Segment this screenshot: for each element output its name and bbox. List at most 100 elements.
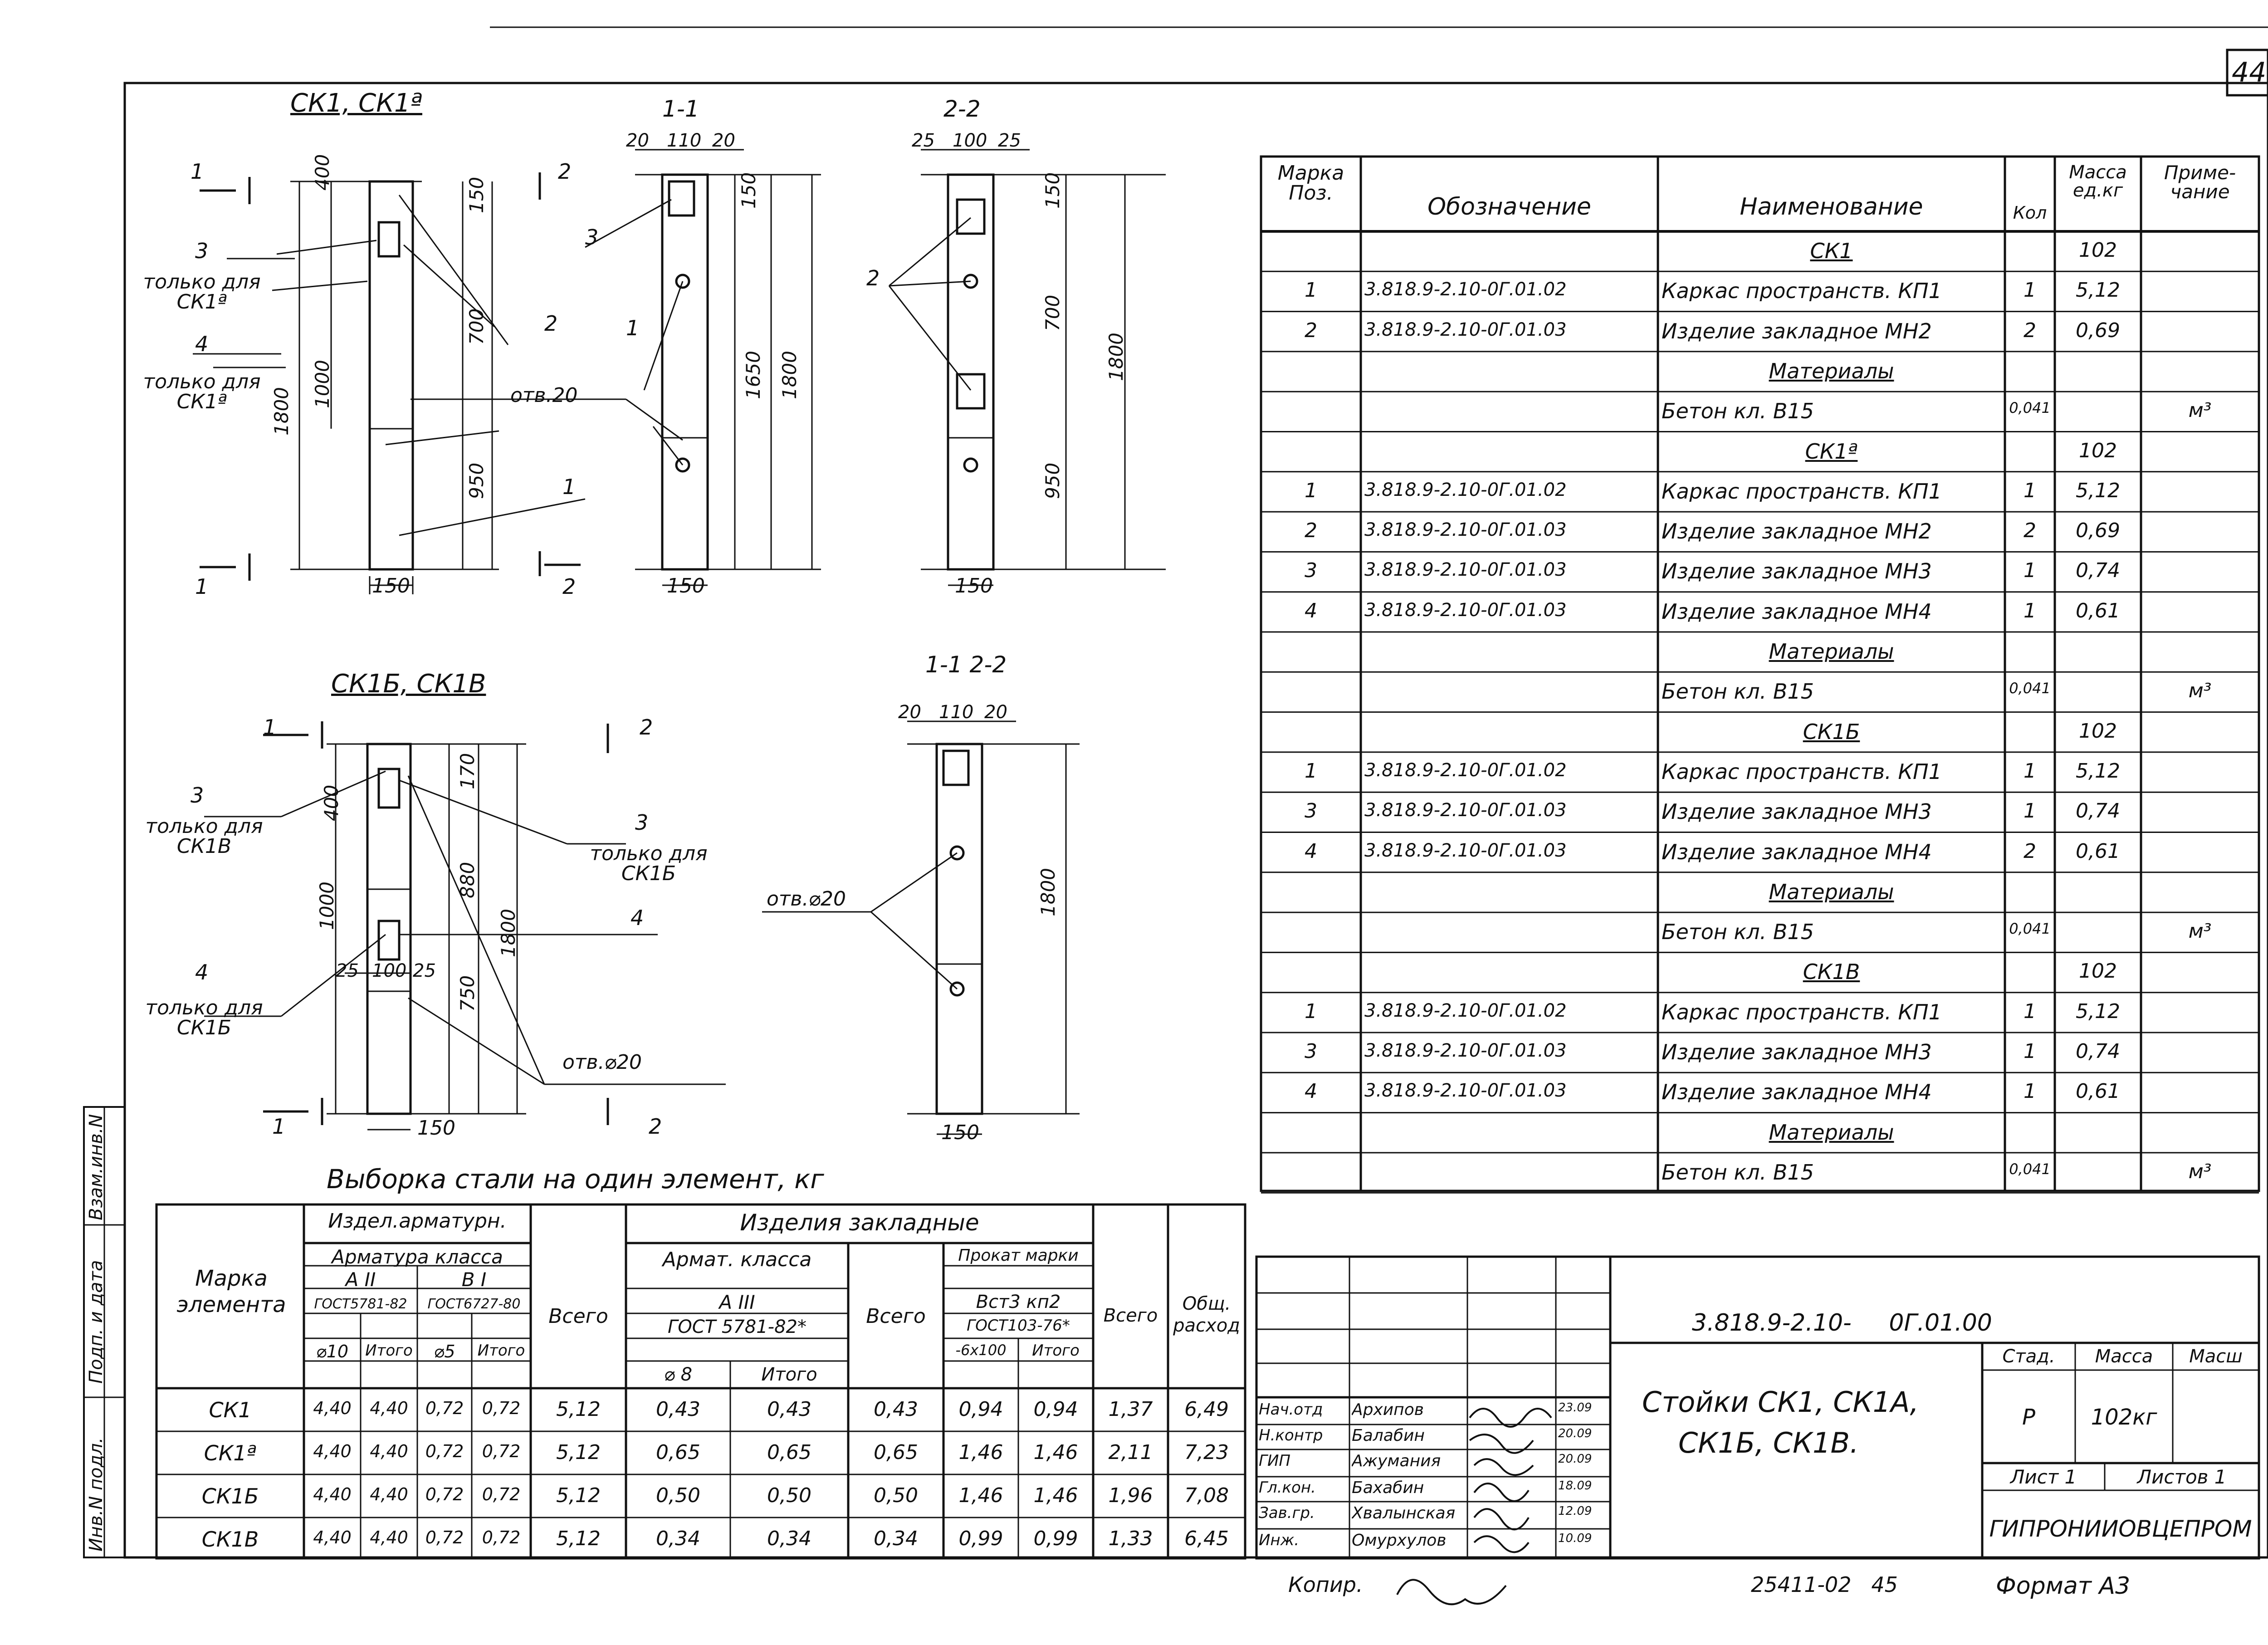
spec-cell: 0,61 [2076,1082,2120,1102]
elevation-sk1b [263,721,609,1125]
dim-25c: 25 [336,960,359,981]
steel-row-mark: СК1 [209,1400,252,1420]
steel-h-6x100: -6х100 [955,1343,1007,1357]
spec-cell: 5,12 [2076,280,2120,301]
spec-cell: 0,041 [2009,401,2051,416]
signer-date: 10.09 [1558,1532,1592,1544]
signer-role: ГИП [1259,1453,1290,1469]
steel-cell: 4,40 [313,1529,352,1546]
dim-1800e: 1800 [1037,868,1059,916]
signer-role: Зав.гр. [1259,1505,1315,1521]
spec-cell: 1 [1305,480,1317,501]
steel-caption: Выборка стали на один элемент, кг [327,1164,824,1195]
tb-h-stage: Стад. [2002,1347,2055,1366]
spec-cell: Бетон кл. В15 [1662,401,1814,422]
spec-cell: Изделие закладное МН4 [1662,601,1932,622]
spec-cell: 0,61 [2076,601,2120,621]
dim-110: 110 [667,130,702,151]
spec-cell: Изделие закладное МН3 [1662,1042,1932,1062]
section-bottom [935,743,983,1115]
spec-cell: СК1 [1810,240,1853,261]
spec-cell: 0,041 [2009,1161,2051,1176]
title-block-grid [1255,1255,2260,1560]
signer-name: Омурхулов [1352,1532,1447,1549]
steel-cell: 0,34 [874,1529,918,1549]
dim-110b: 110 [939,702,974,723]
signer-date: 18.09 [1558,1480,1592,1492]
steel-h-gost5781: ГОСТ5781-82 [314,1297,407,1311]
pos-1-b-top: 1 [263,715,277,739]
steel-cell: 0,72 [425,1529,464,1546]
section-11-top [661,173,709,571]
pos-4: 4 [195,332,209,356]
steel-h-prokat: Прокат марки [958,1248,1079,1264]
dim-880: 880 [456,862,479,898]
spec-cell: 1 [2024,801,2036,822]
spec-cell: 1 [2024,601,2036,621]
steel-cell: 4,40 [313,1400,352,1417]
section-label-22: 2-2 [943,96,981,122]
spec-cell: м³ [2188,921,2212,942]
steel-cell: 0,94 [1033,1400,1078,1420]
spec-cell: Материалы [1769,641,1894,662]
dim-1800: 1800 [270,387,293,436]
dim-150v2: 150 [738,172,760,209]
side-replace-inv: Взам.инв.N [86,1114,107,1220]
spec-cell: Изделие закладное МН2 [1662,320,1932,342]
dim-750: 750 [456,975,479,1012]
view-title-sk1: СК1, СК1ª [290,88,422,118]
note-only-sk1b-1: только для СК1Б [145,996,263,1039]
spec-cell: 3.818.9-2.10-0Г.01.03 [1364,601,1567,619]
spec-cell: 2 [2024,841,2036,862]
spec-cell: 2 [2024,521,2036,541]
hole-d20-label-2: отв.⌀20 [767,887,846,911]
spec-cell: Материалы [1769,881,1894,902]
steel-cell: 0,43 [767,1400,811,1420]
spec-h-qty: Кол [2013,204,2047,221]
spec-cell: 3.818.9-2.10-0Г.01.02 [1364,480,1567,499]
steel-h-itogo4: Итого [1032,1343,1080,1358]
spec-cell: 102 [2079,441,2117,461]
signer-name: Хвалынская [1352,1505,1456,1522]
signer-role: Нач.отд [1259,1402,1323,1417]
spec-h-designation: Обозначение [1427,195,1591,219]
spec-cell: 4 [1305,601,1317,621]
spec-cell: 5,12 [2076,761,2120,781]
spec-h-mass: Масса ед.кг [2069,163,2127,200]
dim-100b: 100 [372,960,407,981]
dim-25d: 25 [413,960,436,981]
tb-h-mass: Масса [2095,1347,2153,1366]
archive-stamp: 25411-02 45 [1751,1572,1898,1597]
spec-cell: 3.818.9-2.10-0Г.01.02 [1364,1001,1567,1020]
steel-cell: 0,65 [874,1443,918,1463]
doc-code: 3.818.9-2.10- 0Г.01.00 [1692,1309,1992,1337]
spec-cell: 1 [1305,1001,1317,1022]
steel-h-embedded: Изделия закладные [740,1211,979,1234]
tb-org: ГИПРОНИИОВЦЕПРОМ [1989,1518,2252,1540]
spec-cell: 5,12 [2076,480,2120,501]
steel-cell: 6,45 [1184,1529,1229,1549]
signer-date: 12.09 [1558,1505,1592,1517]
pos-3: 3 [195,239,209,263]
dim-1800c: 1800 [1105,333,1127,381]
steel-cell: 5,12 [556,1400,601,1420]
pos-1-bot: 1 [195,574,209,599]
hole-20-label: отв.20 [510,384,578,407]
steel-cell: 0,72 [482,1529,521,1546]
tb-sheets: Листов 1 [2137,1468,2227,1487]
steel-cell: 4,40 [370,1529,408,1546]
section-label-11: 1-1 [662,96,699,122]
tb-mass: 102кг [2091,1406,2157,1428]
pos-2-top: 2 [558,159,572,184]
spec-cell: 2 [1305,320,1317,341]
signer-name: Архипов [1352,1402,1424,1418]
steel-h-aiii: А III [719,1293,755,1312]
spec-cell: 3.818.9-2.10-0Г.01.03 [1364,320,1567,339]
spec-cell: 4 [1305,841,1317,862]
steel-cell: 0,50 [767,1486,811,1506]
side-sign-date: Подп. и дата [86,1260,107,1384]
spec-cell: 3.818.9-2.10-0Г.01.03 [1364,561,1567,579]
steel-h-gost103: ГОСТ103-76* [967,1318,1070,1333]
tb-sheet: Лист 1 [2010,1468,2077,1487]
dim-150-5: 150 [941,1121,979,1144]
